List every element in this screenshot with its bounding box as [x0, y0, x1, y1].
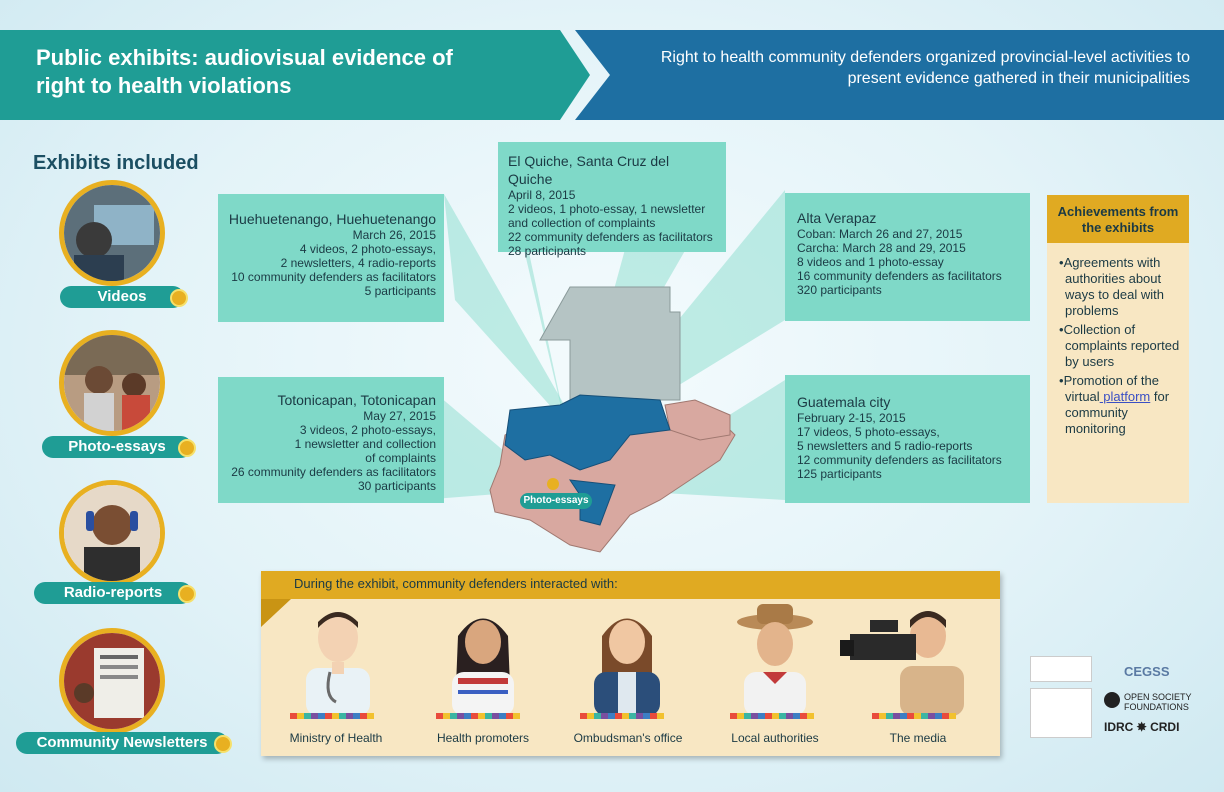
header-right-banner: [575, 30, 1224, 120]
radio-reports-label: Radio-reports: [34, 582, 196, 604]
box-line: 28 participants: [508, 244, 587, 258]
consejo-logo: [1030, 656, 1092, 682]
osf-icon: [1104, 692, 1120, 708]
box-line: Coban: March 26 and 27, 2015: [797, 227, 963, 241]
photo-essays-icon: [170, 289, 188, 307]
box-line: 125 participants: [797, 467, 882, 481]
platform-link[interactable]: platform: [1099, 389, 1151, 404]
page-subtitle: Right to health community defenders orga…: [660, 49, 1190, 87]
box-line: 16 community defenders as facilitators: [797, 269, 1002, 283]
box-line: February 2-15, 2015: [797, 411, 906, 425]
interaction-bar-fold: [261, 599, 291, 627]
box-line: 320 participants: [797, 283, 882, 297]
box-line: April 8, 2015: [508, 188, 576, 202]
box-line: 5 newsletters and 5 radio-reports: [797, 439, 973, 453]
radio-reports-photo: [59, 480, 165, 586]
figure-label: Local authorities: [731, 731, 819, 745]
box-toto-title: Totonicapan, Totonicapan: [277, 392, 436, 408]
box-line: 22 community defenders as facilitators: [508, 230, 713, 244]
photo-essays-label: Photo-essays: [42, 436, 196, 458]
box-alta-title: Alta Verapaz: [797, 210, 877, 226]
newsletters-photo: [59, 628, 165, 734]
guatemala-map: [430, 190, 785, 553]
figure-label: Ministry of Health: [289, 731, 383, 745]
interaction-bar: [261, 571, 1000, 599]
color-stripe: [580, 713, 664, 719]
photo-essays-icon: [178, 439, 196, 457]
color-stripe: [872, 713, 956, 719]
color-stripe: [290, 713, 374, 719]
promoter-figure: [452, 618, 514, 716]
figure-label: The media: [889, 731, 947, 745]
ombudsman-figure: [594, 618, 660, 716]
photo-essays-photo: [59, 330, 165, 436]
media-figure: [840, 611, 964, 716]
box-line: 17 videos, 5 photo-essays,: [797, 425, 940, 439]
box-line: 4 videos, 2 photo-essays,: [299, 242, 436, 256]
newsletters-label: Community Newsletters: [16, 732, 232, 754]
box-line: March 26, 2015: [352, 228, 436, 242]
box-line: 10 community defenders as facilitators: [231, 270, 436, 284]
beam-huehue: [444, 194, 590, 450]
exhibits-heading: Exhibits included: [33, 152, 199, 174]
box-line: 5 participants: [364, 284, 436, 298]
cegss-logo: CEGSS: [1124, 664, 1170, 679]
box-line: 30 participants: [357, 479, 436, 493]
box-line: 8 videos and 1 photo-essay: [797, 255, 944, 269]
beam-quiche: [510, 190, 570, 445]
box-line: 2 videos, 1 photo-essay, 1 newsletter: [508, 202, 706, 216]
map-region-highlighted: [504, 394, 671, 471]
map-region-guatemala: [568, 479, 616, 526]
local-authority-figure: [737, 604, 813, 716]
interaction-title: During the exhibit, community defenders …: [294, 576, 618, 591]
box-line: May 27, 2015: [363, 409, 436, 423]
idrc-logo: IDRC ✸ CRDI: [1104, 720, 1180, 734]
map-badge: Photo-essays: [523, 495, 589, 506]
box-line: 2 newsletters, 4 radio-reports: [280, 256, 436, 270]
color-stripe: [436, 713, 520, 719]
header-left-banner: [0, 30, 590, 120]
box-totonicapan: Totonicapan, Totonicapan May 27, 2015 3 …: [218, 377, 444, 503]
seal-logo: [1030, 688, 1092, 738]
doctor-figure: [306, 612, 370, 716]
map-badge-bg: [520, 493, 592, 509]
achievement-item: •Promotion of the virtual platform for c…: [1059, 373, 1170, 436]
box-guate-title: Guatemala city: [797, 394, 891, 410]
achievements-panel: Achievements from the exhibits •Agreemen…: [1047, 195, 1189, 503]
box-quiche-title: El Quiche, Santa Cruz del Quiche: [508, 153, 670, 187]
box-line: 1 newsletter and collection: [294, 437, 436, 451]
box-line: 12 community defenders as facilitators: [797, 453, 1002, 467]
box-alta-verapaz: Alta Verapaz Coban: March 26 and 27, 201…: [785, 193, 1030, 321]
figure-label: Ombudsman's office: [573, 731, 683, 745]
box-quiche: El Quiche, Santa Cruz del Quiche April 8…: [498, 142, 726, 258]
box-line: 3 videos, 2 photo-essays,: [299, 423, 436, 437]
map-region-peten: [539, 286, 681, 401]
color-stripe: [730, 713, 814, 719]
figure-label: Health promoters: [436, 731, 530, 745]
achievements-title: Achievements from the exhibits: [1047, 195, 1189, 243]
achievement-item: •Collection of complaints reported by us…: [1059, 322, 1180, 369]
achievement-item: •Agreements with authorities about ways …: [1059, 255, 1164, 318]
box-guatemala-city: Guatemala city February 2-15, 2015 17 vi…: [785, 375, 1030, 503]
box-line: Carcha: March 28 and 29, 2015: [797, 241, 966, 255]
box-line: of complaints: [365, 451, 436, 465]
box-line: 26 community defenders as facilitators: [231, 465, 436, 479]
photo-essays-icon: [178, 585, 196, 603]
box-line: and collection of complaints: [508, 216, 656, 230]
page-title: Public exhibits: audiovisual evidence of…: [36, 45, 453, 98]
photo-essays-icon: [547, 478, 559, 490]
box-huehuetenango: Huehuetenango, Huehuetenango March 26, 2…: [218, 194, 444, 322]
box-huehue-title: Huehuetenango, Huehuetenango: [228, 211, 436, 227]
videos-label: Videos: [60, 286, 188, 308]
videos-photo: [59, 180, 165, 286]
photo-essays-icon: [214, 735, 232, 753]
